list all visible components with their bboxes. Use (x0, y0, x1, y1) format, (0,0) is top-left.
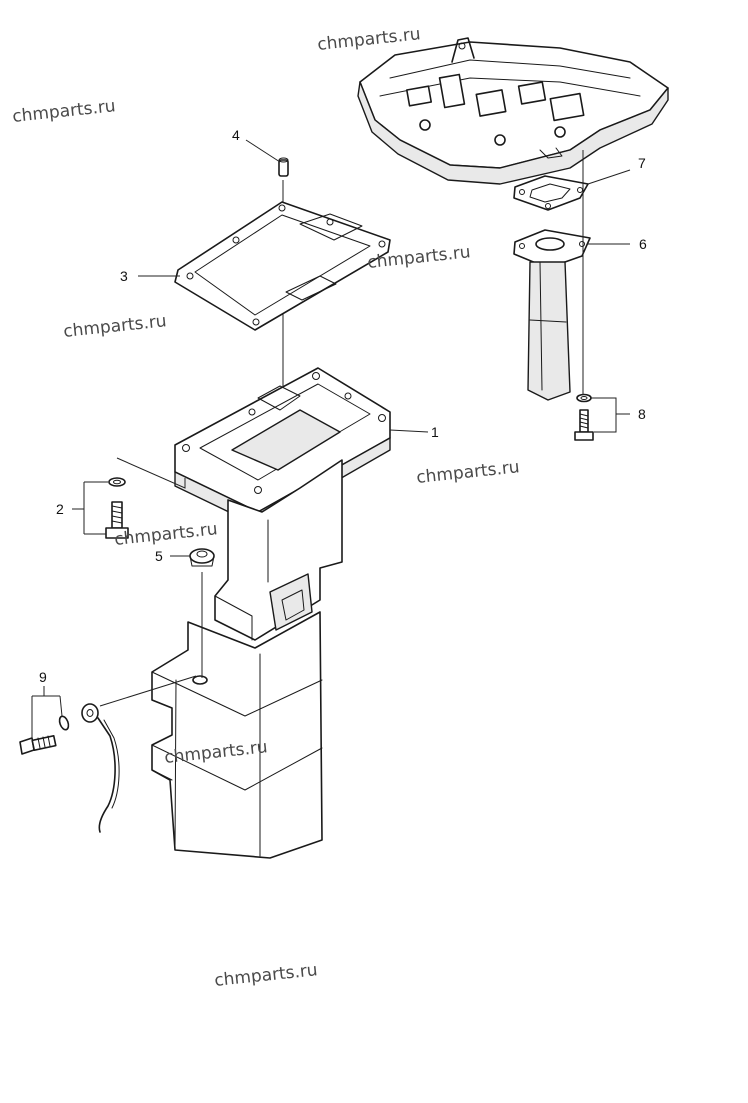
callout-7: 7 (638, 155, 646, 171)
watermark-text: chmparts.ru (316, 24, 421, 55)
part-5-grommet (189, 548, 215, 567)
part-2-bolt-washer (105, 457, 186, 539)
callout-5: 5 (155, 548, 163, 564)
part-6-exhaust-tube (513, 229, 591, 401)
callout-4: 4 (232, 127, 240, 143)
watermark-text: chmparts.ru (113, 519, 218, 550)
callout-leaders (31, 139, 631, 740)
part-3-gasket (174, 201, 391, 331)
part-9-ground-wire (19, 675, 197, 833)
callout-3: 3 (120, 268, 128, 284)
callout-1: 1 (431, 424, 439, 440)
part-7-gasket (513, 175, 589, 211)
watermark-text: chmparts.ru (415, 457, 520, 488)
engine-base-drawing (357, 37, 669, 185)
part-1-driveshaft-housing (151, 367, 391, 859)
callout-6: 6 (639, 236, 647, 252)
callout-9: 9 (39, 669, 47, 685)
callout-2: 2 (56, 501, 64, 517)
watermark-text: chmparts.ru (213, 960, 318, 991)
watermark-text: chmparts.ru (62, 311, 167, 342)
callout-8: 8 (638, 406, 646, 422)
watermark-text: chmparts.ru (11, 96, 116, 127)
part-4-pin (278, 157, 289, 177)
part-8-bolt-washer (574, 393, 594, 441)
